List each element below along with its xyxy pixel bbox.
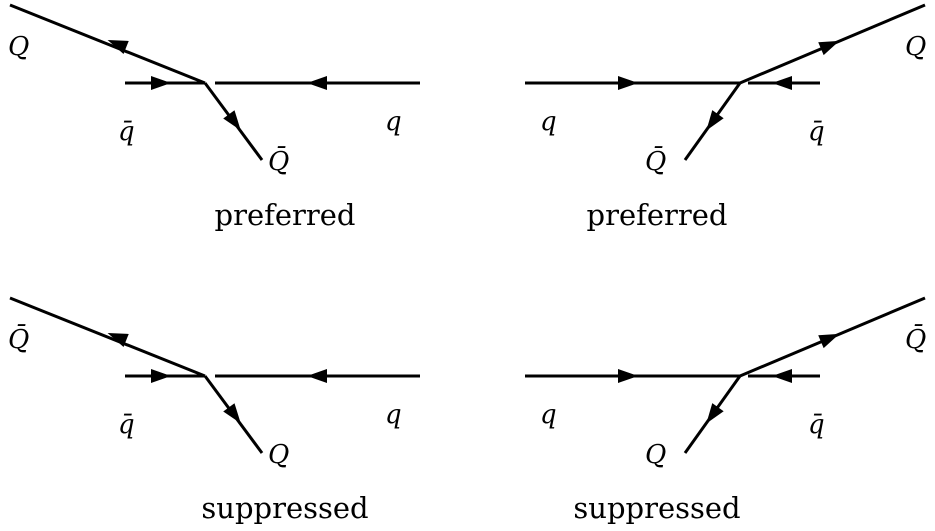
diagram-bottom-left: Q̄ q̄ q Q suppressed [8,296,420,525]
label-Qbar: Q̄ [8,323,29,355]
caption-preferred: preferred [215,198,356,232]
caption-suppressed: suppressed [201,491,368,525]
arrow-icon [772,369,792,383]
arrow-icon [618,369,638,383]
label-qbar: q̄ [118,117,135,147]
arrow-icon [151,369,171,383]
arrow-icon [706,403,724,424]
label-Q: Q [268,440,289,470]
label-Qbar: Q̄ [268,145,289,177]
arrow-icon [307,369,327,383]
arrow-icon [107,333,129,347]
diagram-top-left: Q q̄ q Q̄ preferred [8,3,420,232]
arrow-icon [151,76,171,90]
label-qbar: q̄ [118,410,135,440]
arrow-icon [307,76,327,90]
caption-suppressed: suppressed [573,491,740,525]
label-Qbar: Q̄ [905,323,926,355]
caption-preferred: preferred [587,198,728,232]
label-q: q [385,107,402,137]
label-q: q [540,107,557,137]
label-q: q [540,400,557,430]
arrow-icon [618,76,638,90]
diagram-top-right: q Q̄ Q q̄ preferred [525,3,926,232]
arrow-icon [818,333,840,349]
arrow-icon [223,110,241,131]
label-qbar: q̄ [808,117,825,147]
line-heavy-outgoing [9,296,206,378]
arrow-icon [772,76,792,90]
diagram-bottom-right: q Q Q̄ q̄ suppressed [525,296,926,525]
line-heavy-outgoing [9,3,206,85]
label-Q: Q [645,440,666,470]
label-qbar: q̄ [808,410,825,440]
arrow-icon [223,403,241,424]
label-Q: Q [8,32,29,62]
label-q: q [385,400,402,430]
label-Qbar: Q̄ [645,145,666,177]
arrow-icon [818,40,840,56]
arrow-icon [706,110,724,131]
arrow-icon [107,40,129,54]
label-Q: Q [905,32,926,62]
